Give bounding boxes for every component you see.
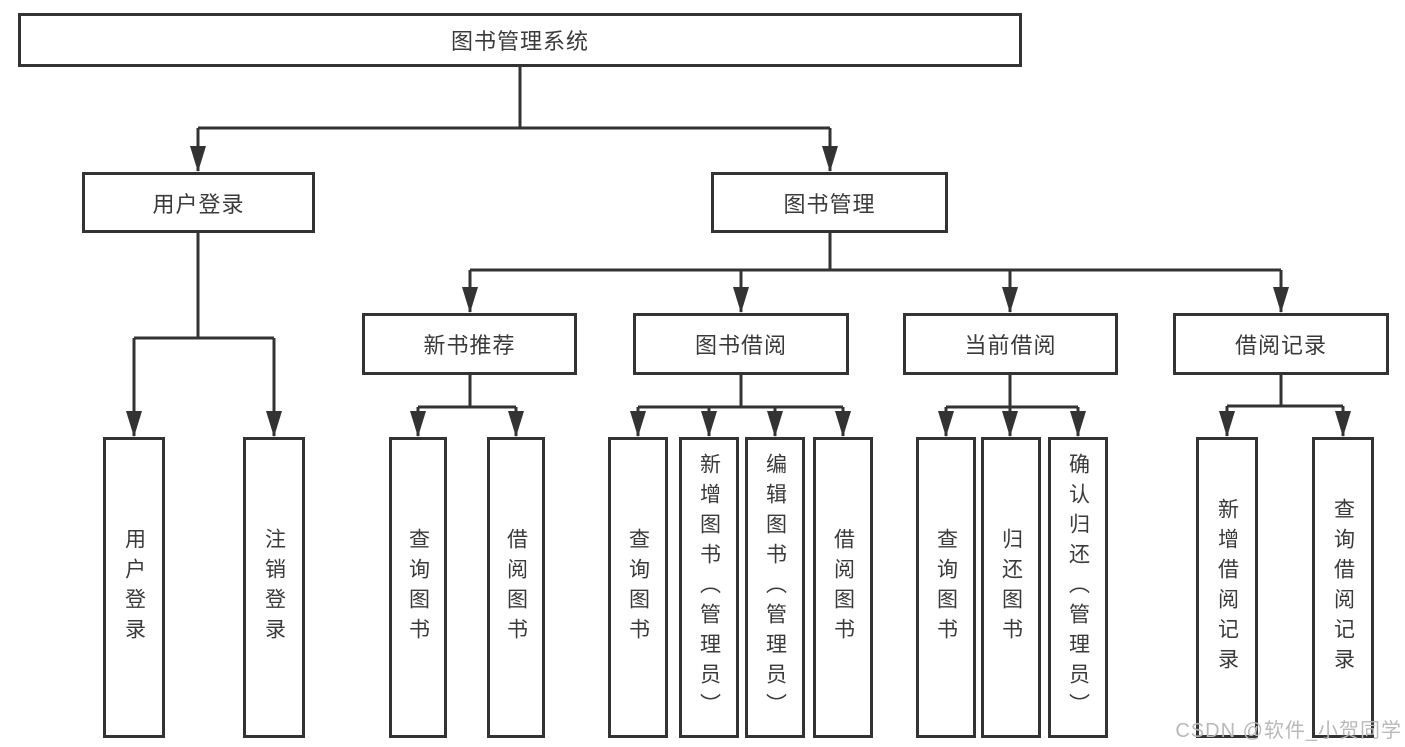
node-borrow-records: 借阅记录	[1173, 313, 1389, 375]
node-book-management-label: 图书管理	[783, 191, 876, 217]
leaf-user-login: 用户登录	[103, 437, 165, 738]
node-new-book-recommend-label: 新书推荐	[423, 333, 516, 358]
leaf-borrow-books-borrow-label: 借阅图书	[831, 527, 855, 648]
leaf-borrow-books-borrow: 借阅图书	[813, 437, 873, 738]
leaf-confirm-return-admin-label: 确认归还（管理员）	[1066, 452, 1090, 723]
leaf-query-books-borrow: 查询图书	[608, 437, 668, 738]
node-root: 图书管理系统	[18, 13, 1022, 67]
leaf-borrow-books-recommend: 借阅图书	[487, 437, 545, 738]
leaf-confirm-return-admin: 确认归还（管理员）	[1048, 437, 1108, 738]
node-current-borrow-label: 当前借阅	[964, 333, 1057, 358]
leaf-query-books-recommend-label: 查询图书	[406, 527, 430, 648]
leaf-add-books-admin: 新增图书（管理员）	[679, 437, 739, 738]
node-current-borrow: 当前借阅	[903, 313, 1118, 375]
leaf-borrow-books-recommend-label: 借阅图书	[504, 527, 528, 648]
leaf-add-borrow-record: 新增借阅记录	[1196, 437, 1258, 738]
node-user-login-label: 用户登录	[152, 191, 245, 217]
csdn-watermark: CSDN @软件_小贺同学	[1175, 720, 1402, 742]
node-book-borrow: 图书借阅	[633, 313, 849, 375]
leaf-query-books-current: 查询图书	[916, 437, 976, 738]
leaf-user-login-label: 用户登录	[122, 527, 146, 648]
node-borrow-records-label: 借阅记录	[1234, 333, 1327, 358]
node-user-login: 用户登录	[82, 172, 315, 233]
leaf-edit-books-admin-label: 编辑图书（管理员）	[763, 452, 787, 723]
leaf-query-borrow-record: 查询借阅记录	[1312, 437, 1374, 738]
node-book-management: 图书管理	[711, 172, 948, 233]
leaf-query-books-recommend: 查询图书	[389, 437, 447, 738]
leaf-query-borrow-record-label: 查询借阅记录	[1331, 497, 1355, 678]
leaf-query-books-borrow-label: 查询图书	[626, 527, 650, 648]
leaf-return-books: 归还图书	[981, 437, 1041, 738]
leaf-add-books-admin-label: 新增图书（管理员）	[697, 452, 721, 723]
leaf-add-borrow-record-label: 新增借阅记录	[1215, 497, 1239, 678]
leaf-logout-label: 注销登录	[262, 527, 286, 648]
leaf-query-books-current-label: 查询图书	[934, 527, 958, 648]
leaf-edit-books-admin: 编辑图书（管理员）	[745, 437, 805, 738]
node-root-label: 图书管理系统	[450, 29, 589, 54]
leaf-return-books-label: 归还图书	[999, 527, 1023, 648]
node-book-borrow-label: 图书借阅	[694, 333, 787, 358]
node-new-book-recommend: 新书推荐	[362, 313, 577, 375]
leaf-logout: 注销登录	[243, 437, 305, 738]
